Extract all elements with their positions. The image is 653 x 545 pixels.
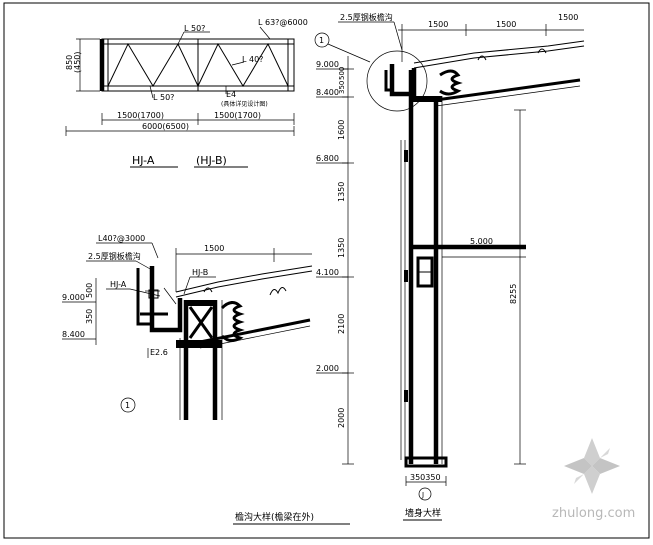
truss-total-dim: 6000(6500): [142, 122, 189, 131]
section-dim: 350: [338, 81, 346, 94]
truss-height-dim-alt: (450): [73, 51, 82, 73]
section-roof-panel: [413, 40, 585, 64]
elevation-9000: 9.000: [62, 293, 85, 302]
wall-section: 1 2.5厚钢板檐沟 1: [314, 12, 585, 521]
section-elev-6800: 6.800: [316, 154, 339, 163]
section-purlin-clip: [439, 69, 463, 96]
truss-diagonals: [197, 42, 289, 87]
total-height-label: 8255: [509, 284, 518, 304]
truss-height-dim: 850: [65, 55, 74, 70]
gutter-lip: [136, 268, 152, 326]
truss-caption-a: HJ-A: [132, 154, 155, 167]
purlin-clip: [220, 301, 245, 343]
callout-circle: [366, 50, 428, 112]
truss-plate-note: (具体详见设计图): [221, 100, 268, 108]
axis-mark-label: J: [421, 491, 424, 499]
column-base: [404, 456, 448, 468]
roof-panel: [175, 265, 313, 293]
truss-top-chord-label: L 50?: [184, 24, 205, 33]
section-elev-4100: 4.100: [316, 268, 339, 277]
section-dim: 2000: [337, 408, 346, 428]
truss-elevation: L 50? L 63?@6000 L 40? L 50? E4 (具体详见设计图…: [65, 18, 308, 168]
section-elev-9000: 9.000: [316, 60, 339, 69]
section-span-b: 1500: [496, 20, 516, 29]
gutter-sheet-note: 2.5厚钢板檐沟: [88, 251, 141, 261]
section-sheet-note: 2.5厚钢板檐沟: [340, 12, 393, 22]
elevation-8400: 8.400: [62, 330, 85, 339]
section-elev-2000: 2.000: [316, 364, 339, 373]
wall-section-caption: 墙身大样: [405, 507, 441, 519]
eave-beam: [199, 318, 311, 344]
section-span-c: 1500: [558, 13, 578, 22]
watermark-site: zhulong.com: [552, 506, 635, 521]
truss-top-right-label: L 63?@6000: [258, 18, 308, 27]
section-gutter: [389, 64, 417, 97]
section-dim: 500: [338, 67, 346, 80]
detail-mark: [120, 397, 136, 413]
section-elev-8400: 8.400: [316, 88, 339, 97]
watermark-logo-icon: [564, 438, 620, 494]
hj-a-label: HJ-A: [110, 280, 127, 289]
beam-elevation: 5.000: [470, 237, 493, 246]
watermark: zhulong.com: [552, 438, 635, 521]
dim-350: 350: [85, 309, 94, 324]
callout-mark: [314, 32, 330, 48]
plate-thickness-label: E2.6: [150, 348, 168, 357]
truss-caption-b: (HJ-B): [196, 154, 227, 167]
section-dim: 1350: [337, 238, 346, 258]
panel-rib: [269, 287, 287, 296]
truss-diagonals: [107, 42, 199, 87]
gutter-detail: L40?@3000 2.5厚钢板檐沟 HJ-A HJ-B 1500 9.000 …: [62, 234, 350, 525]
axis-mark: [418, 487, 432, 501]
gutter-span-dim: 1500: [204, 244, 224, 253]
gutter-angle-label: L40?@3000: [98, 234, 145, 243]
truss-bay-dim: 1500(1700): [214, 111, 261, 120]
truss-diagonal-label: L 40?: [242, 55, 263, 64]
sheet-border: [3, 2, 650, 539]
truss-bottom-chord-label: L 50?: [153, 93, 174, 102]
section-dim: 1350: [337, 182, 346, 202]
section-dim: 1600: [337, 120, 346, 140]
hj-b-label: HJ-B: [192, 268, 208, 277]
section-span-a: 1500: [428, 20, 448, 29]
truss-plate-label: E4: [226, 90, 236, 99]
section-rafter: [435, 78, 581, 102]
base-dim: 350350: [410, 473, 441, 482]
dim-500: 500: [85, 283, 94, 298]
detail-mark-number: 1: [125, 401, 130, 410]
callout-mark-number: 1: [319, 36, 324, 45]
truss-bay-dim: 1500(1700): [117, 111, 164, 120]
gutter-detail-caption: 檐沟大样(檐梁在外): [235, 511, 314, 523]
section-dim: 2100: [337, 314, 346, 334]
